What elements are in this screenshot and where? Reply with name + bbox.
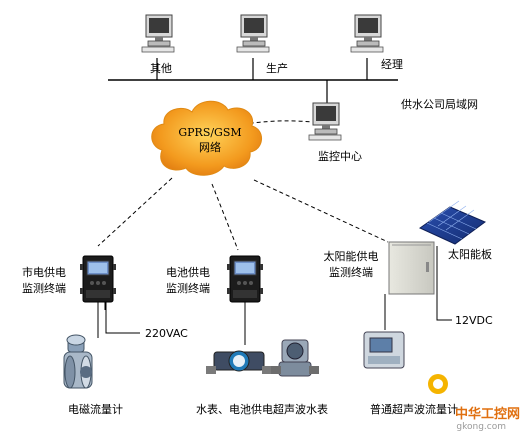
solar-terminal-label-line1: 太阳能供电 (323, 250, 379, 263)
computer-label-production: 生产 (266, 62, 288, 75)
dc-power-label: 12VDC (455, 314, 493, 327)
water-meter-icon (206, 350, 272, 374)
lan-label: 供水公司局域网 (401, 98, 478, 111)
battery-terminal-label-line1: 电池供电 (166, 266, 210, 279)
em-flowmeter-label: 电磁流量计 (68, 403, 123, 416)
watermark-logo-icon (428, 374, 448, 394)
water-meters-label: 水表、电池供电超声波水表 (196, 403, 328, 416)
battery-terminal-device (226, 255, 264, 303)
computer-icon (350, 14, 384, 53)
computer-label-other: 其他 (150, 62, 172, 75)
battery-terminal-label-line2: 监测终端 (166, 282, 210, 295)
solar-panel-icon (418, 200, 487, 245)
computer-label-manager: 经理 (381, 58, 403, 71)
power-wiring (97, 246, 452, 345)
solar-panel-label: 太阳能板 (448, 248, 492, 261)
solar-terminal-label-line2: 监测终端 (329, 266, 373, 279)
watermark-url: gkong.com (456, 422, 506, 432)
gprs-gsm-cloud (151, 100, 262, 176)
mains-terminal-device (79, 255, 117, 303)
ac-power-label: 220VAC (145, 327, 188, 340)
mains-terminal-label-line2: 监测终端 (22, 282, 66, 295)
computer-icon (236, 14, 270, 53)
solar-terminal-cabinet (388, 241, 435, 295)
ultrasonic-water-meter-icon (271, 339, 319, 377)
lan-bus (108, 58, 398, 108)
cloud-label-network: 网络 (199, 141, 221, 154)
ultrasonic-flowmeter-label: 普通超声波流量计 (370, 403, 458, 416)
monitoring-center-label: 监控中心 (318, 150, 362, 163)
monitoring-center-computer-icon (308, 102, 342, 141)
mains-terminal-label-line1: 市电供电 (22, 266, 66, 279)
watermark-brand: 中华工控网 (454, 407, 520, 422)
ultrasonic-flowmeter-icon (363, 331, 405, 369)
computer-icon (141, 14, 175, 53)
electromagnetic-flowmeter-icon (63, 334, 93, 389)
cloud-label-network-type: GPRS/GSM (178, 126, 242, 139)
